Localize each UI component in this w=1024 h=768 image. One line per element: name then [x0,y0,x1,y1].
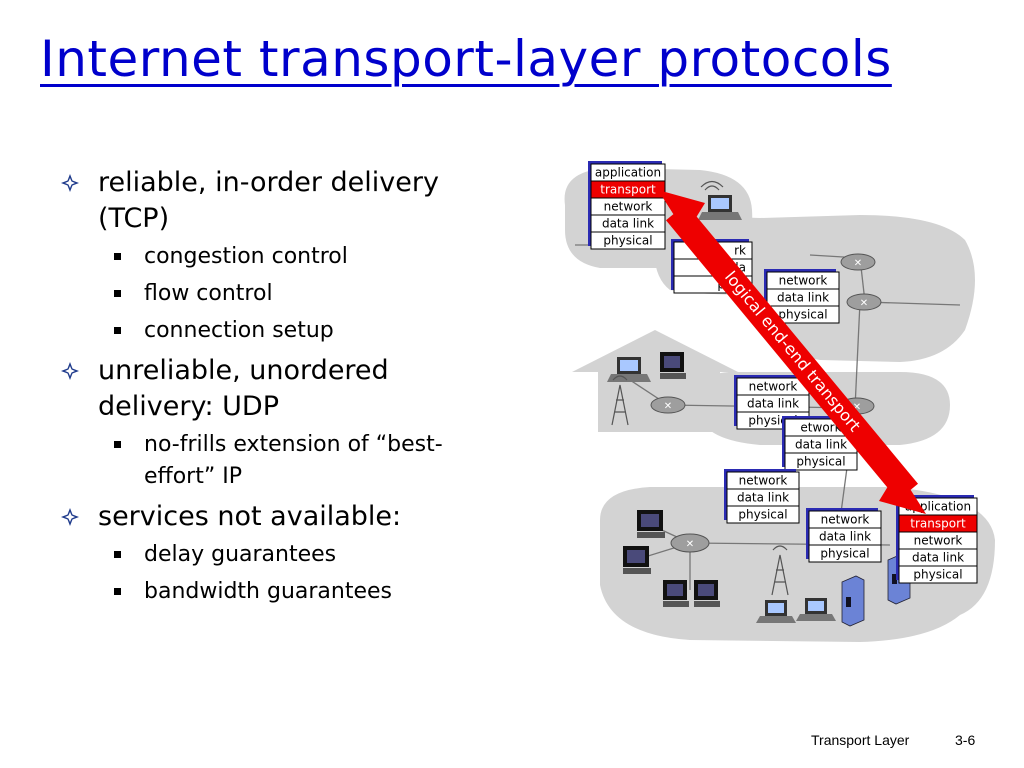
stack-layer-label: physical [796,455,845,469]
diamond-bullet-icon [61,362,79,380]
bullet-text: unreliable, unordered delivery: UDP [98,355,389,422]
stack-layer-label: network [914,534,963,548]
square-bullet-icon [114,588,121,595]
sub-bullet: flow control [98,278,480,310]
stack-layer-label: data link [737,491,789,505]
stack-layer [784,452,858,471]
svg-text:✕: ✕ [854,258,862,269]
protocol-stack: application transport network data link phys… [588,161,666,250]
protocol-stack: network data link physical [724,469,800,524]
desktop-icon [694,580,720,607]
router-icon: ✕ [670,533,710,553]
svg-text:✕: ✕ [664,401,672,412]
sub-bullet: delay guarantees [98,539,480,571]
laptop-icon [698,195,742,220]
square-bullet-icon [114,290,121,297]
sub-bullet-text: delay guarantees [144,542,337,567]
sub-list: no-frills extension of “best-effort” IP [98,429,480,493]
wireless-signal-icon [700,180,724,191]
sub-bullet-text: congestion control [144,244,348,269]
stack-layer-label: physical [778,308,827,322]
square-bullet-icon [114,551,121,558]
stack-layer-label: etwork [800,421,841,435]
diamond-bullet-icon [61,508,79,526]
stack-layer-label: physical [603,234,652,248]
router-icon: ✕ [846,293,882,311]
desktop-icon [660,352,686,379]
stack-layer-label: network [821,513,870,527]
bullet-text: reliable, in-order delivery (TCP) [98,167,439,234]
laptop-icon [796,598,836,621]
svg-text:✕: ✕ [853,402,861,413]
stack-layer-label: data link [602,217,654,231]
sub-bullet-text: bandwidth guarantees [144,579,393,604]
sub-bullet: connection setup [98,315,480,347]
sub-list: delay guarantees bandwidth guarantees [98,539,480,608]
sub-bullet: no-frills extension of “best-effort” IP [98,429,480,493]
stack-layer-label: transport [910,517,966,531]
bullet-tcp: reliable, in-order delivery (TCP) conges… [60,165,480,347]
stack-layer-label: physical [738,508,787,522]
bullet-not-available: services not available: delay guarantees… [60,499,480,608]
desktop-icon [637,510,665,538]
network-diagram: ✕ ✕ ✕ ✕ ✕ rkdaphysnetworkdata linkphysic… [564,161,995,642]
sub-list: congestion control flow control connecti… [98,241,480,347]
desktop-icon [663,580,689,607]
stack-layer-label: transport [600,183,656,197]
stack-layer-label: network [739,474,788,488]
slide-title: Internet transport-layer protocols [40,30,892,88]
svg-text:✕: ✕ [860,298,868,309]
house-icon [572,330,738,432]
stack-layer-label: physical [913,568,962,582]
protocol-stack: network data link physical [806,508,882,563]
svg-text:✕: ✕ [686,539,694,550]
stack-layer-label: data link [795,438,847,452]
stack-layer [898,565,978,584]
router-icon: ✕ [840,253,876,271]
bullet-list: reliable, in-order delivery (TCP) conges… [60,165,480,614]
stack-layer [590,231,666,250]
stack-layer [726,505,800,524]
stack-layer-label: network [749,380,798,394]
stack-layer [808,544,882,563]
wireless-tower-icon [611,375,629,426]
wireless-tower-icon [771,545,789,596]
sub-bullet-text: flow control [144,281,273,306]
sub-bullet: congestion control [98,241,480,273]
stack-layer-label: data link [912,551,964,565]
stack-layer-label: data link [819,530,871,544]
router-icon: ✕ [650,396,686,414]
bullet-text: services not available: [98,501,402,532]
diamond-bullet-icon [61,174,79,192]
server-icon [841,575,865,627]
stack-layer-label: rk [734,244,746,258]
footer-page-number: 3-6 [955,732,976,748]
square-bullet-icon [114,253,121,260]
stack-layer-label: network [779,274,828,288]
stack-layer-label: data link [747,397,799,411]
sub-bullet-text: no-frills extension of “best-effort” IP [144,432,443,489]
desktop-icon [623,546,651,574]
bullet-udp: unreliable, unordered delivery: UDP no-f… [60,353,480,493]
square-bullet-icon [114,327,121,334]
footer-chapter: Transport Layer [811,732,910,748]
square-bullet-icon [114,441,121,448]
stack-layer-label: data link [777,291,829,305]
stack-layer-label: physical [820,547,869,561]
stack-layer-label: network [604,200,653,214]
stack-layer-label: application [595,166,661,180]
sub-bullet-text: connection setup [144,318,334,343]
laptop-icon [756,600,796,623]
sub-bullet: bandwidth guarantees [98,576,480,608]
protocol-stack: network data link physical [764,269,840,324]
